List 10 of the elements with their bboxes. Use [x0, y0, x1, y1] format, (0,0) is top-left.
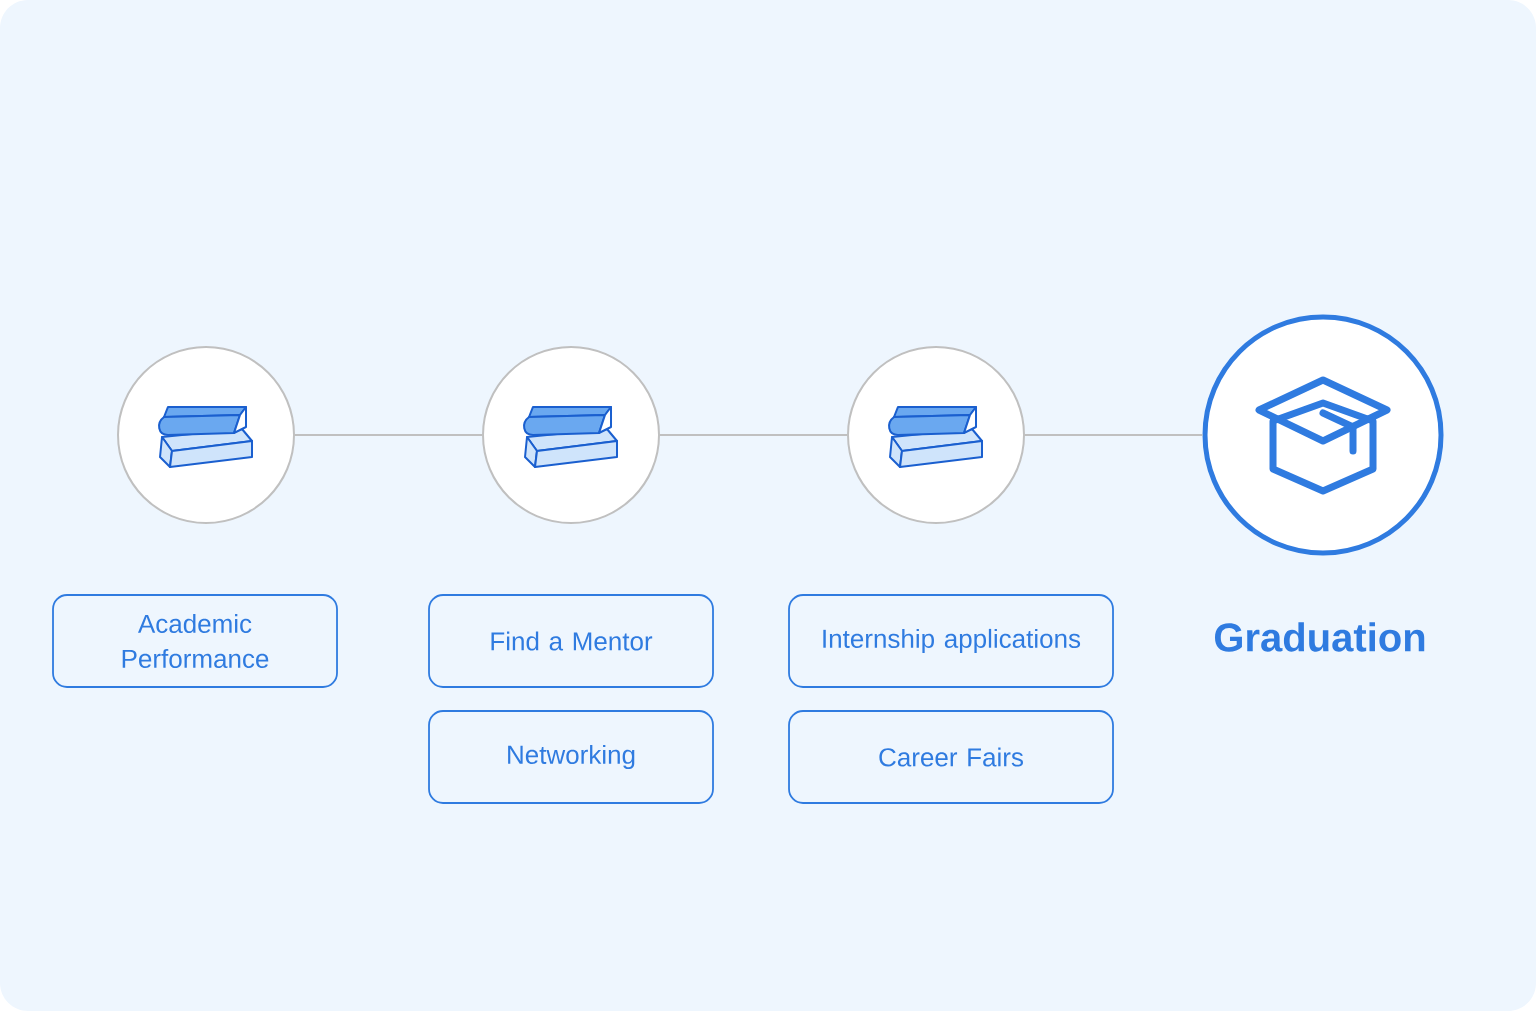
step-box: Networking: [428, 710, 714, 804]
connector-line: [1024, 434, 1204, 436]
heading: Graduation: [1215, 622, 1425, 652]
step-box: Find a Mentor: [428, 594, 714, 688]
step-box: Academic Performance: [52, 594, 338, 688]
connector-line: [659, 434, 848, 436]
step-box: Internship applications: [788, 594, 1114, 688]
circle: [1202, 314, 1444, 556]
connector-line: [294, 434, 483, 436]
step-box: Career Fairs: [788, 710, 1114, 804]
